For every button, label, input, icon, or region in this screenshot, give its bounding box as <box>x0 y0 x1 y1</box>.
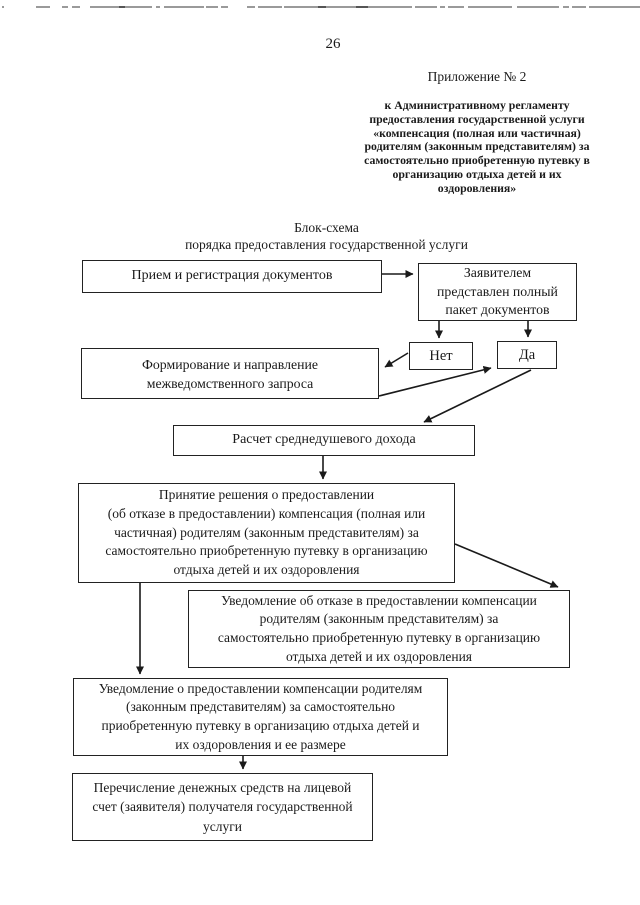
scan-dash <box>119 6 125 8</box>
scan-dash <box>72 6 80 8</box>
arrow-decision-to-refusal <box>454 543 559 588</box>
scan-dash <box>318 6 326 8</box>
scan-dash <box>448 6 464 8</box>
scan-dash <box>36 6 50 8</box>
scan-dash <box>62 6 68 8</box>
scan-dash <box>284 6 412 8</box>
flow-box-reception: Прием и регистрация документов <box>82 260 382 293</box>
scan-dash <box>356 6 368 8</box>
scan-dash <box>440 6 445 8</box>
scan-dash <box>221 6 228 8</box>
flow-box-yes: Да <box>497 341 557 369</box>
scan-dash <box>563 6 569 8</box>
flow-box-grant-notice: Уведомление о предоставлении компенсации… <box>73 678 448 756</box>
flow-box-full-package: Заявителем представлен полный пакет доку… <box>418 263 577 321</box>
scan-dash <box>164 6 204 8</box>
flow-box-refusal-notice: Уведомление об отказе в предоставлении к… <box>188 590 570 668</box>
flow-box-interagency-request: Формирование и направление межведомствен… <box>81 348 379 399</box>
arrow-request-to-yes <box>378 365 492 397</box>
scan-dash <box>258 6 282 8</box>
scan-dash <box>415 6 437 8</box>
arrow-no-to-request <box>384 352 409 368</box>
appendix-title: Приложение № 2 <box>427 69 527 84</box>
page-number: 26 <box>325 36 341 52</box>
flow-box-decision: Принятие решения о предоставлении (об от… <box>78 483 455 583</box>
appendix-subtitle: к Административному регламенту предостав… <box>364 98 590 195</box>
flow-box-no: Нет <box>409 342 473 370</box>
scan-dash <box>589 6 640 8</box>
scan-dash <box>572 6 586 8</box>
scan-dash <box>2 6 4 8</box>
scan-dash <box>247 6 255 8</box>
scan-dash <box>468 6 512 8</box>
scan-dash <box>517 6 559 8</box>
arrow-yes-to-income <box>423 369 532 423</box>
scheme-title: Блок-схема порядка предоставления госуда… <box>185 220 468 252</box>
flow-box-income-calculation: Расчет среднедушевого дохода <box>173 425 475 456</box>
scan-dash <box>156 6 160 8</box>
scan-dash <box>206 6 218 8</box>
flow-box-money-transfer: Перечисление денежных средств на лицевой… <box>72 773 373 841</box>
